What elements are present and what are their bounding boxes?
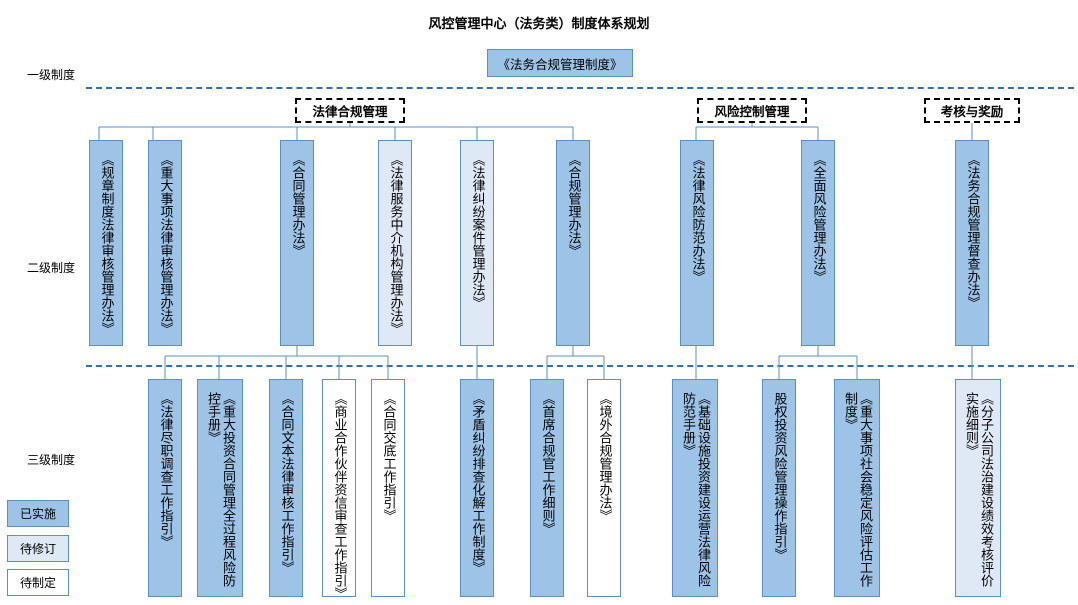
level3-label: 《重大事项社会稳定风险评估工作制度》 — [842, 392, 872, 587]
level2-label: 《法务合规管理督查办法》 — [964, 153, 980, 309]
level3-box: 《矛盾纠纷排查化解工作制度》 — [460, 379, 494, 597]
level2-box: 《法律风险防范办法》 — [680, 140, 714, 346]
level3-box: 《重大事项社会稳定风险评估工作制度》 — [834, 379, 880, 597]
category-legal-compliance: 法律合规管理 — [295, 98, 405, 123]
level3-box: 《首席合规官工作细则》 — [530, 379, 564, 597]
level3-label: 《重大投资合同管理全过程风险防控手册》 — [205, 392, 235, 587]
level-label-3: 三级制度 — [27, 453, 76, 467]
level2-box: 《法律纠纷案件管理办法》 — [460, 140, 494, 346]
level3-label: 《分子公司法治建设绩效考核评价实施细则》 — [963, 392, 993, 587]
level2-label: 《规章制度法律审核管理办法》 — [98, 153, 114, 335]
level3-label: 《商业合作伙伴资信审查工作指引》 — [331, 392, 347, 600]
level2-label: 《合规管理办法》 — [565, 153, 581, 257]
level2-label: 《法律服务中介机构管理办法》 — [387, 153, 403, 335]
level3-label: 《首席合规官工作细则》 — [539, 392, 555, 535]
level2-box: 《法律服务中介机构管理办法》 — [378, 140, 412, 346]
level3-label: 《境外合规管理办法》 — [596, 392, 612, 522]
level3-box: 《基础设施投资建设运营法律风险防范手册》 — [672, 379, 718, 597]
level3-label: 《矛盾纠纷排查化解工作制度》 — [469, 392, 485, 574]
level3-label: 《合同交底工作指引》 — [380, 392, 396, 522]
level3-box: 《重大投资合同管理全过程风险防控手册》 — [197, 379, 243, 597]
level3-label: 《法律尽职调查工作指引》 — [157, 392, 173, 548]
legend-to-formulate: 待制定 — [7, 569, 69, 596]
level3-box: 《商业合作伙伴资信审查工作指引》 — [322, 379, 356, 600]
level3-box: 《合同文本法律审核工作指引》 — [269, 379, 303, 597]
level-divider-2 — [86, 365, 1074, 367]
level-label-2: 二级制度 — [27, 261, 76, 275]
level2-label: 《全面风险管理办法》 — [810, 153, 826, 283]
level3-box: 《法律尽职调查工作指引》 — [148, 379, 182, 597]
level3-box: 《境外合规管理办法》 — [587, 379, 621, 597]
level2-label: 《合同管理办法》 — [289, 153, 305, 257]
level3-box: 《分子公司法治建设绩效考核评价实施细则》 — [955, 379, 1001, 597]
level-divider-1 — [86, 87, 1074, 89]
level3-label: 《合同文本法律审核工作指引》 — [278, 392, 294, 574]
legend-implemented: 已实施 — [7, 500, 69, 527]
level-label-1: 一级制度 — [27, 68, 76, 82]
level1-box: 《法务合规管理制度》 — [487, 49, 633, 77]
level2-box: 《合规管理办法》 — [556, 140, 590, 346]
category-assessment: 考核与奖励 — [924, 98, 1020, 123]
legend-to-revise: 待修订 — [7, 535, 69, 562]
level2-box: 《重大事项法律审核管理办法》 — [148, 140, 182, 346]
level2-label: 《重大事项法律审核管理办法》 — [157, 153, 173, 335]
category-risk-control: 风险控制管理 — [697, 98, 807, 123]
level2-box: 《法务合规管理督查办法》 — [955, 140, 989, 346]
level3-label: 股权投资风险管理操作指引》 — [771, 392, 787, 561]
level2-label: 《法律风险防范办法》 — [689, 153, 705, 283]
level2-box: 《全面风险管理办法》 — [801, 140, 835, 346]
page-title: 风控管理中心（法务类）制度体系规划 — [428, 17, 650, 32]
level3-box: 股权投资风险管理操作指引》 — [762, 379, 796, 597]
level2-box: 《合同管理办法》 — [280, 140, 314, 346]
level3-label: 《基础设施投资建设运营法律风险防范手册》 — [680, 392, 710, 587]
level2-box: 《规章制度法律审核管理办法》 — [89, 140, 123, 346]
level3-box: 《合同交底工作指引》 — [371, 379, 405, 597]
level2-label: 《法律纠纷案件管理办法》 — [469, 153, 485, 309]
